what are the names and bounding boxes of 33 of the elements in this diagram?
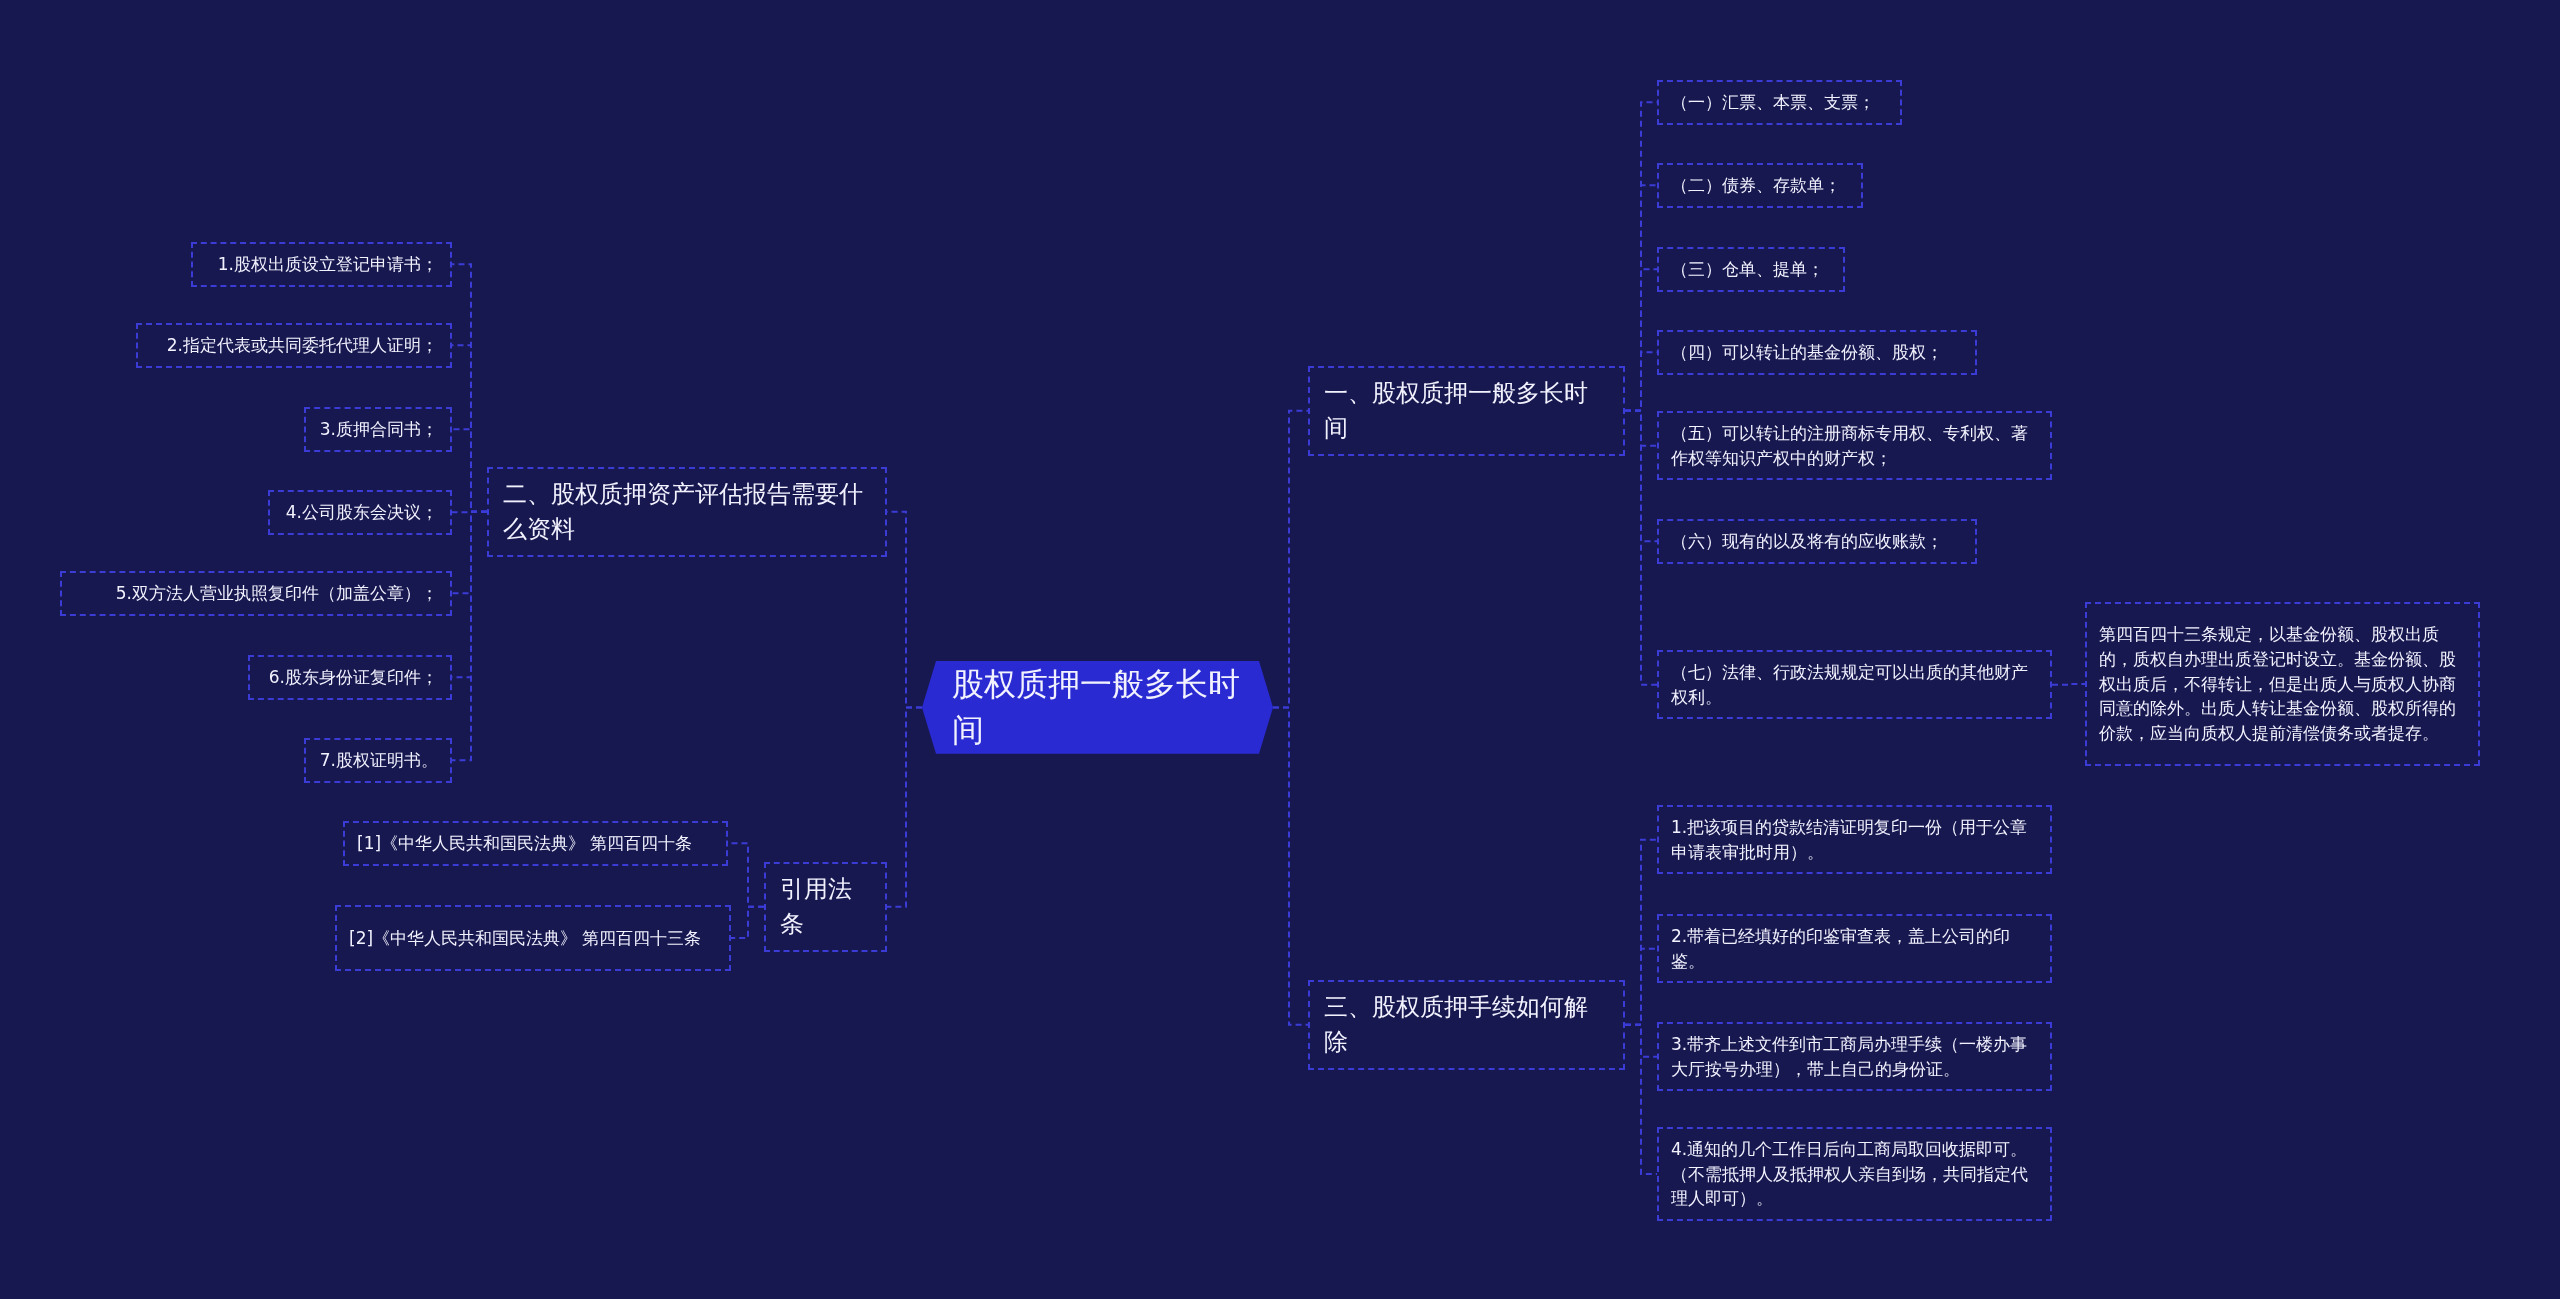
leaf-topic: 2.带着已经填好的印鉴审查表，盖上公司的印鉴。 [1657,914,2052,984]
connector-line [1624,1023,1658,1175]
connector-line [886,706,923,908]
leaf-topic: （六）现有的以及将有的应收账款； [1657,519,1977,564]
leaf-topic: （一）汇票、本票、支票； [1657,80,1902,125]
leaf-topic: （二）债券、存款单； [1657,163,1863,208]
leaf-topic: 1.把该项目的贷款结清证明复印一份（用于公章申请表审批时用）。 [1657,805,2052,875]
central-topic: 股权质押一般多长时间 [922,661,1273,754]
branch-topic: 二、股权质押资产评估报告需要什么资料 [487,467,887,557]
connector-line [451,510,488,762]
leaf-topic: [1]《中华人民共和国民法典》 第四百四十条 [343,821,728,866]
leaf-topic: 4.公司股东会决议； [268,490,452,535]
leaf-topic: 5.双方法人营业执照复印件（加盖公章）； [60,571,452,616]
connector-line [730,905,765,939]
connector-line [2051,683,2086,686]
leaf-topic: [2]《中华人民共和国民法典》 第四百四十三条 [335,905,731,971]
leaf-topic: （四）可以转让的基金份额、股权； [1657,330,1977,375]
branch-topic: 一、股权质押一般多长时间 [1308,366,1625,456]
leaf-topic: 1.股权出质设立登记申请书； [191,242,452,287]
leaf-topic: （七）法律、行政法规规定可以出质的其他财产权利。 [1657,650,2052,720]
leaf-topic: 3.质押合同书； [304,407,452,452]
branch-topic: 三、股权质押手续如何解除 [1308,980,1625,1070]
connector-line [1272,706,1309,1026]
branch-topic: 引用法条 [764,862,887,952]
leaf-topic: 2.指定代表或共同委托代理人证明； [136,323,452,368]
leaf-topic: （五）可以转让的注册商标专用权、专利权、著作权等知识产权中的财产权； [1657,411,2052,481]
leaf-topic: 第四百四十三条规定，以基金份额、股权出质的，质权自办理出质登记时设立。基金份额、股权出质后，不得转让，但是出质人与质权人协商同意的除外。出质人转让基金份额、股权所得的价款，应当向质权人提前清偿债务或者提存。 [2085,602,2480,766]
leaf-topic: （三）仓单、提单； [1657,247,1845,292]
leaf-topic: 7.股权证明书。 [304,738,452,783]
leaf-topic: 4.通知的几个工作日后向工商局取回收据即可。（不需抵押人及抵押权人亲自到场，共同指定代理人即可）。 [1657,1127,2052,1221]
connector-line [1624,409,1658,686]
leaf-topic: 3.带齐上述文件到市工商局办理手续（一楼办事大厅按号办理），带上自己的身份证。 [1657,1022,2052,1092]
leaf-topic: 6.股东身份证复印件； [248,655,452,700]
